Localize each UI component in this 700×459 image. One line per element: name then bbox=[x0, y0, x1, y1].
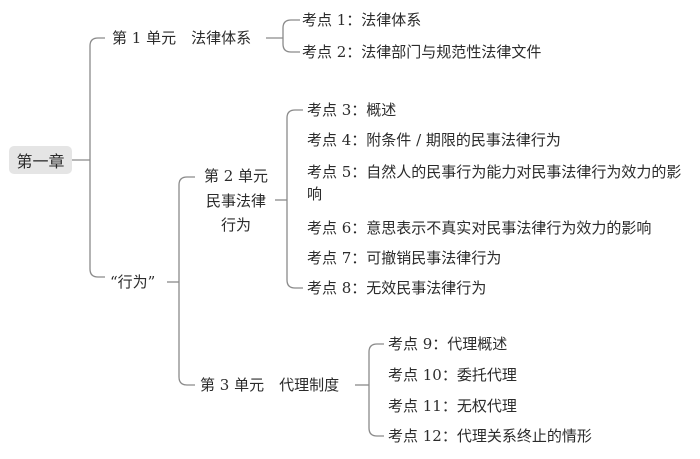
unit-2-line: 第 2 单元 bbox=[203, 167, 269, 185]
point-node[interactable]: 考点 8：无效民事法律行为 bbox=[307, 279, 487, 297]
unit-2-node[interactable]: 第 2 单元 民事法律 行为 bbox=[196, 164, 276, 238]
point-node[interactable]: 考点 12：代理关系终止的情形 bbox=[388, 427, 592, 445]
point-node[interactable]: 考点 7：可撤销民事法律行为 bbox=[307, 249, 502, 267]
point-node[interactable]: 考点 2：法律部门与规范性法律文件 bbox=[302, 43, 542, 61]
point-node[interactable]: 考点 10：委托代理 bbox=[388, 366, 517, 384]
unit-2-line: 民事法律 bbox=[205, 191, 266, 210]
unit-3-node[interactable]: 第 3 单元 代理制度 bbox=[200, 376, 340, 394]
point-node[interactable]: 考点 5：自然人的民事行为能力对民事法律行为效力的影响 bbox=[307, 163, 682, 203]
unit-1-node[interactable]: 第 1 单元 法律体系 bbox=[112, 29, 252, 47]
connector-unit1-points bbox=[282, 19, 300, 53]
point-node[interactable]: 考点 4：附条件 / 期限的民事法律行为 bbox=[307, 131, 561, 149]
root-node[interactable]: 第一章 bbox=[9, 146, 72, 174]
connector-unit3-points bbox=[368, 343, 384, 437]
connector-level1 bbox=[89, 37, 105, 278]
point-node[interactable]: 考点 6：意思表示不真实对民事法律行为效力的影响 bbox=[307, 219, 652, 237]
point-node[interactable]: 考点 11：无权代理 bbox=[388, 397, 517, 415]
point-node[interactable]: 考点 9：代理概述 bbox=[388, 335, 508, 353]
point-node[interactable]: 考点 1：法律体系 bbox=[302, 11, 422, 29]
connector-unit2-points bbox=[286, 109, 303, 289]
point-node[interactable]: 考点 3：概述 bbox=[307, 101, 397, 119]
connector-behavior-subunits bbox=[178, 176, 195, 386]
behavior-node[interactable]: “行为” bbox=[110, 273, 156, 291]
unit-2-line: 行为 bbox=[220, 216, 251, 234]
